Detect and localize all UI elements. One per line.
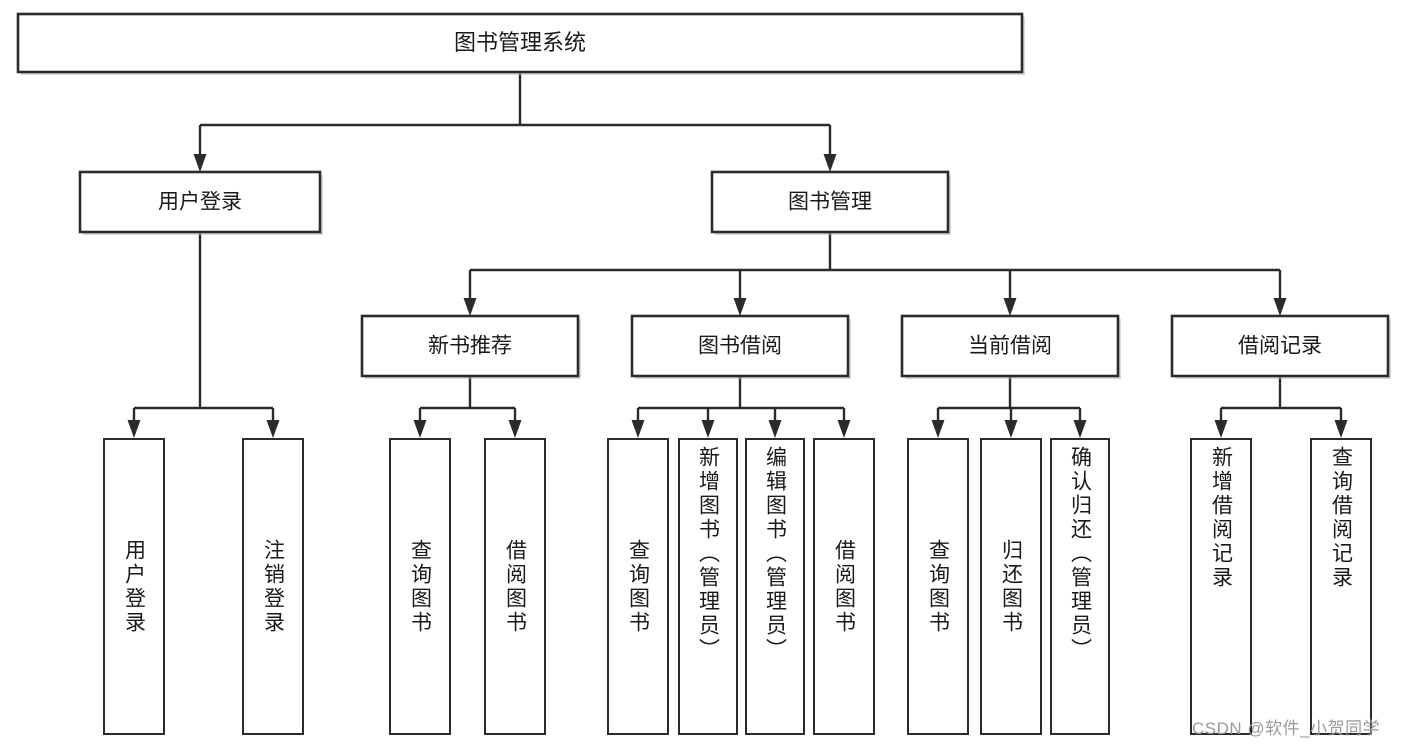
- node-label: 图书借阅: [698, 335, 782, 358]
- edge-book-manage-drop-3-head: [1273, 298, 1287, 316]
- edge-current-borrow-drop-0-head: [931, 420, 945, 438]
- node-user-login[interactable]: 用户登录: [78, 170, 323, 235]
- leaf-label: 注销登录: [261, 538, 285, 635]
- edge-book-borrow-drop-2-head: [768, 420, 782, 438]
- leaf-label: 新增借阅记录: [1209, 446, 1233, 590]
- edge-root-drop-1-head: [823, 154, 837, 172]
- edge-borrow-record-drop-1-head: [1334, 420, 1348, 438]
- node-box[interactable]: [16, 12, 1024, 74]
- leaf-leaf-user-login[interactable]: 用户登录: [103, 438, 165, 735]
- edge-book-manage-drop-0-head: [463, 298, 477, 316]
- leaf-label: 确认归还（管理员）: [1068, 446, 1092, 662]
- edge-current-borrow-drop-2-head: [1073, 420, 1087, 438]
- leaf-leaf-add-book[interactable]: 新增图书（管理员）: [678, 438, 738, 735]
- node-box[interactable]: [360, 314, 580, 378]
- leaf-label: 用户登录: [122, 538, 146, 635]
- leaf-leaf-query-book-rec[interactable]: 查询图书: [389, 438, 451, 735]
- leaf-label: 归还图书: [999, 538, 1023, 635]
- leaf-label: 查询图书: [926, 538, 950, 635]
- node-box[interactable]: [1170, 314, 1390, 378]
- leaf-label: 查询图书: [408, 538, 432, 635]
- edge-new-book-rec-drop-1-head: [508, 420, 522, 438]
- edges-layer: [127, 72, 1348, 438]
- node-new-book-rec[interactable]: 新书推荐: [360, 314, 581, 379]
- leaf-leaf-return-book[interactable]: 归还图书: [980, 438, 1042, 735]
- node-label: 借阅记录: [1238, 335, 1322, 358]
- edge-borrow-record-drop-0-head: [1214, 420, 1228, 438]
- node-label: 用户登录: [158, 191, 242, 214]
- leaf-leaf-query-record[interactable]: 查询借阅记录: [1310, 438, 1372, 735]
- node-book-manage[interactable]: 图书管理: [710, 170, 951, 235]
- edge-user-login-drop-0-head: [127, 420, 141, 438]
- leaf-label: 借阅图书: [503, 538, 527, 635]
- node-book-borrow[interactable]: 图书借阅: [630, 314, 851, 379]
- edge-user-login-drop-1-head: [266, 420, 280, 438]
- leaf-label: 查询图书: [626, 538, 650, 635]
- node-box[interactable]: [78, 170, 322, 234]
- node-box[interactable]: [630, 314, 850, 378]
- node-label: 当前借阅: [968, 335, 1052, 358]
- edge-current-borrow-drop-1-head: [1004, 420, 1018, 438]
- leaf-leaf-borrow-book[interactable]: 借阅图书: [813, 438, 875, 735]
- edge-book-manage-drop-2-head: [1003, 298, 1017, 316]
- node-label: 图书管理系统: [454, 30, 586, 55]
- node-title[interactable]: 图书管理系统: [16, 12, 1025, 75]
- leaf-leaf-borrow-book-rec[interactable]: 借阅图书: [484, 438, 546, 735]
- leaf-leaf-add-record[interactable]: 新增借阅记录: [1190, 438, 1252, 735]
- edge-new-book-rec-drop-0-head: [413, 420, 427, 438]
- node-box[interactable]: [900, 314, 1120, 378]
- leaf-leaf-confirm-return[interactable]: 确认归还（管理员）: [1050, 438, 1110, 735]
- edge-book-manage-drop-1-head: [733, 298, 747, 316]
- node-current-borrow[interactable]: 当前借阅: [900, 314, 1121, 379]
- edge-book-borrow-drop-0-head: [631, 420, 645, 438]
- leaf-leaf-query-book-cur[interactable]: 查询图书: [907, 438, 969, 735]
- leaf-leaf-query-book[interactable]: 查询图书: [607, 438, 669, 735]
- leaf-label: 借阅图书: [832, 538, 856, 635]
- edge-book-borrow-drop-1-head: [701, 420, 715, 438]
- edge-book-borrow-drop-3-head: [837, 420, 851, 438]
- node-box[interactable]: [710, 170, 950, 234]
- leaf-label: 查询借阅记录: [1329, 446, 1353, 590]
- leaf-leaf-user-logout[interactable]: 注销登录: [242, 438, 304, 735]
- leaf-leaf-edit-book[interactable]: 编辑图书（管理员）: [745, 438, 805, 735]
- leaf-label: 新增图书（管理员）: [696, 446, 720, 662]
- node-label: 图书管理: [788, 191, 872, 214]
- node-borrow-record[interactable]: 借阅记录: [1170, 314, 1391, 379]
- leaf-label: 编辑图书（管理员）: [763, 446, 787, 662]
- node-label: 新书推荐: [428, 335, 512, 358]
- edge-root-drop-0-head: [193, 154, 207, 172]
- watermark-text: CSDN @软件_小贺同学: [1192, 719, 1381, 738]
